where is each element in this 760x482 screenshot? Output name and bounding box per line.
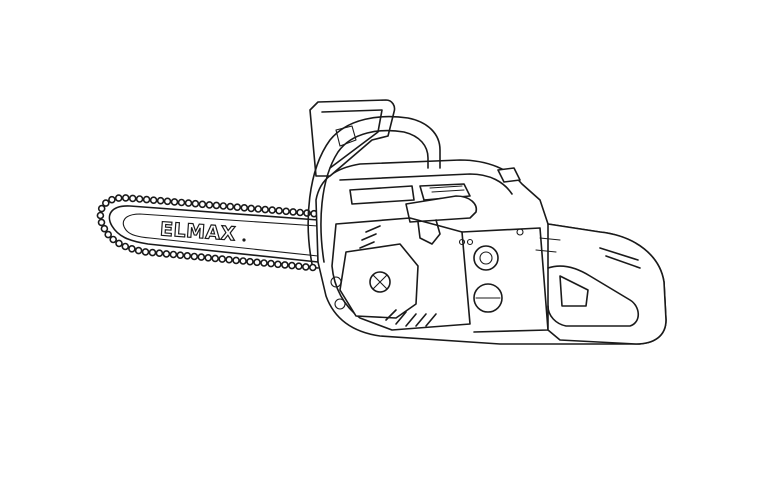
chain-link xyxy=(128,194,137,203)
chain-link xyxy=(100,224,109,233)
chain-link xyxy=(156,196,165,205)
chain-link xyxy=(205,201,214,209)
chain-link xyxy=(226,202,235,211)
front-handle xyxy=(307,99,441,265)
chain-link xyxy=(134,246,143,255)
chain-link xyxy=(301,263,310,271)
chain-link xyxy=(261,205,270,214)
chain-link xyxy=(148,248,157,257)
chain-link xyxy=(225,255,233,264)
chain-link xyxy=(267,259,275,268)
chain-link xyxy=(104,230,112,239)
chain-link xyxy=(142,195,151,204)
chain-link xyxy=(247,204,255,213)
chain-link xyxy=(198,200,207,209)
chain-link xyxy=(253,258,261,267)
chain-link xyxy=(121,242,130,251)
chain-link xyxy=(274,260,282,269)
chain-link xyxy=(177,198,186,207)
chain-link xyxy=(218,255,226,263)
chain-link xyxy=(96,211,105,220)
chain-link xyxy=(219,202,228,210)
chain-link xyxy=(97,218,106,227)
chain-link xyxy=(288,261,296,270)
chain-link xyxy=(155,249,164,257)
chain-link xyxy=(282,207,290,216)
chain-link xyxy=(169,250,178,259)
chain-link xyxy=(268,206,277,214)
chain-link xyxy=(109,235,117,244)
chain-link xyxy=(239,257,247,265)
chain-link xyxy=(246,257,254,266)
chain-link xyxy=(289,208,297,216)
chain-link xyxy=(183,252,192,260)
chain-link xyxy=(141,248,150,256)
chain-link xyxy=(211,254,219,263)
chain-link xyxy=(308,263,317,272)
chain-link xyxy=(121,194,130,202)
chain-link xyxy=(191,199,200,208)
chain-link xyxy=(163,197,172,206)
chain-link xyxy=(114,194,123,202)
chain-link xyxy=(102,199,110,207)
chain-link xyxy=(204,253,212,262)
rear-handle xyxy=(535,223,667,345)
chain-link xyxy=(128,245,136,253)
guide-bar: ELMAX xyxy=(96,194,319,272)
chain-link xyxy=(108,195,116,204)
chain-link xyxy=(212,201,221,210)
chain-link xyxy=(135,195,144,203)
chain-link xyxy=(162,250,171,258)
chain-link xyxy=(232,256,240,265)
chain-link xyxy=(197,253,206,261)
chain-link xyxy=(294,262,303,271)
chain-link xyxy=(176,251,185,259)
chain-link xyxy=(115,239,123,248)
chain-link xyxy=(281,261,289,269)
saw-chain xyxy=(96,194,318,272)
chain-link xyxy=(149,196,158,204)
chain-link xyxy=(97,204,106,213)
chain-link xyxy=(296,208,304,217)
chain-link xyxy=(233,203,242,211)
chain-link xyxy=(240,204,249,212)
chain-link xyxy=(254,205,263,213)
chain-link xyxy=(190,252,199,261)
chain-link xyxy=(275,206,283,215)
chain-link xyxy=(260,259,268,267)
chain-link xyxy=(170,198,179,206)
chain-link xyxy=(184,199,193,207)
